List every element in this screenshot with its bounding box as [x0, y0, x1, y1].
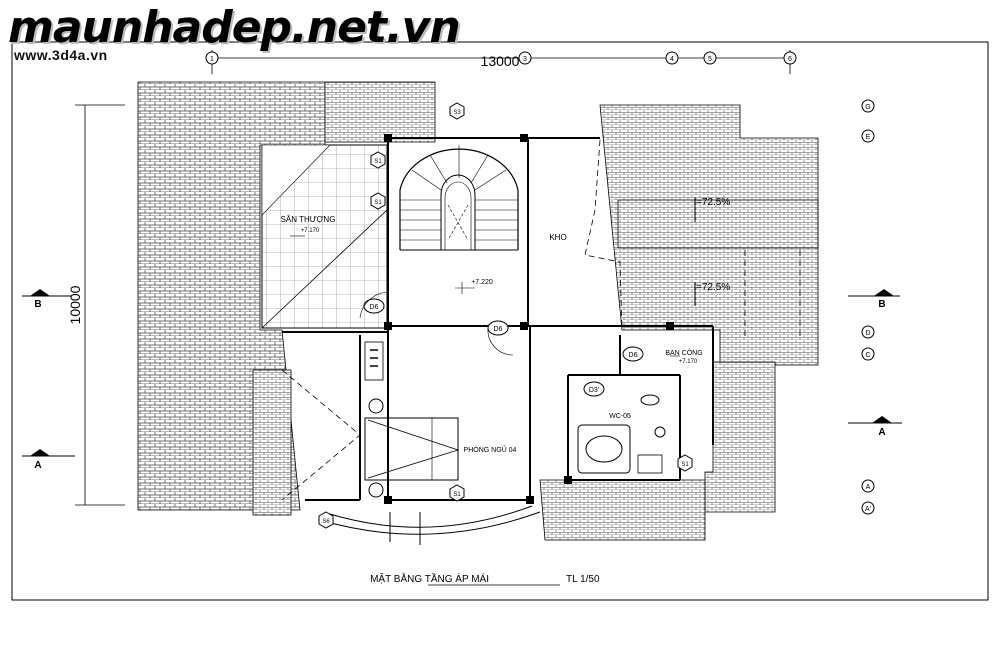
grid-bubble-a: A	[866, 484, 871, 491]
door-tag-d6-3: D6	[629, 352, 638, 359]
terrace-zone: SÂN THƯỢNG +7.170	[261, 144, 388, 329]
grid-bubble-3: 3	[523, 56, 527, 63]
label-terrace: SÂN THƯỢNG	[281, 215, 336, 224]
left-dimension: 10000	[67, 104, 125, 506]
section-b-right: B	[878, 299, 885, 310]
section-b-left: B	[34, 299, 41, 310]
spiral-stair	[399, 145, 519, 251]
storage-zone: KHO	[549, 139, 623, 331]
grid-bubble-g: G	[865, 104, 870, 111]
grid-right: G E D C A A'	[861, 99, 875, 515]
drawing-title-text: MẶT BẰNG TẦNG ÁP MÁI	[370, 572, 489, 585]
grid-bubble-5: 5	[708, 56, 712, 63]
grid-top: 1 3 4 5 6	[205, 51, 797, 65]
label-bedroom: PHÒNG NGỦ 04	[464, 445, 517, 454]
grid-bubble-c: C	[865, 352, 870, 359]
grid-bubble-e: E	[866, 134, 871, 141]
grid-bubble-4: 4	[670, 56, 674, 63]
level-hall: +7.220	[471, 279, 493, 286]
drawing-title: MẶT BẰNG TẦNG ÁP MÁI TL 1/50	[370, 572, 600, 586]
window-tag-s1-2: S1	[374, 200, 382, 206]
grid-bubble-6: 6	[788, 56, 792, 63]
bedroom-zone: PHÒNG NGỦ 04	[281, 341, 517, 501]
section-a-left: A	[34, 460, 41, 471]
top-dimension: 13000	[211, 50, 791, 74]
columns	[384, 134, 674, 504]
window-tag-s6: S6	[322, 519, 330, 525]
wc-zone: WC-05	[577, 394, 666, 474]
door-tag-d3: D3'	[589, 387, 599, 394]
drawing-scale: TL 1/50	[566, 574, 600, 585]
section-a-right: A	[878, 427, 885, 438]
hall-level: +7.220	[455, 279, 493, 294]
level-balcony: +7.170	[679, 359, 698, 365]
window-tag-s1-1: S1	[374, 159, 382, 165]
brand-logo: maunhadep.net.vn	[8, 2, 461, 53]
bay-window	[319, 505, 541, 545]
window-tag-s3: S3	[453, 110, 461, 116]
grid-bubble-a-prime: A'	[865, 506, 871, 513]
door-tag-d6-1: D6	[370, 304, 379, 311]
section-markers: B B A A	[22, 289, 902, 471]
top-dimension-label: 13000	[481, 53, 520, 69]
sheet-border	[11, 41, 989, 601]
window-tags: S3 S1 S1 S1 S1 S6	[318, 102, 693, 529]
door-tags: D6 D6 D6 D3'	[359, 291, 644, 397]
grid-bubble-d: D	[865, 330, 870, 337]
balcony-zone: BAN CÔNG +7.170	[665, 348, 702, 365]
window-tag-s1-4: S1	[681, 462, 689, 468]
grid-bubble-1: 1	[210, 56, 214, 63]
window-tag-s1-3: S1	[453, 492, 461, 498]
slope-lower: i=72.5%	[694, 282, 731, 293]
label-storage: KHO	[549, 233, 566, 242]
brand-sub: www.3d4a.vn	[14, 47, 108, 63]
label-wc: WC-05	[609, 413, 631, 420]
door-tag-d6-2: D6	[494, 326, 503, 333]
walls	[282, 137, 714, 501]
level-terrace: +7.170	[301, 228, 320, 234]
label-balcony: BAN CÔNG	[665, 348, 702, 357]
slope-upper: i=72.5%	[694, 197, 731, 208]
left-dimension-label: 10000	[67, 285, 83, 324]
roof-areas: i=72.5% i=72.5%	[137, 81, 819, 541]
